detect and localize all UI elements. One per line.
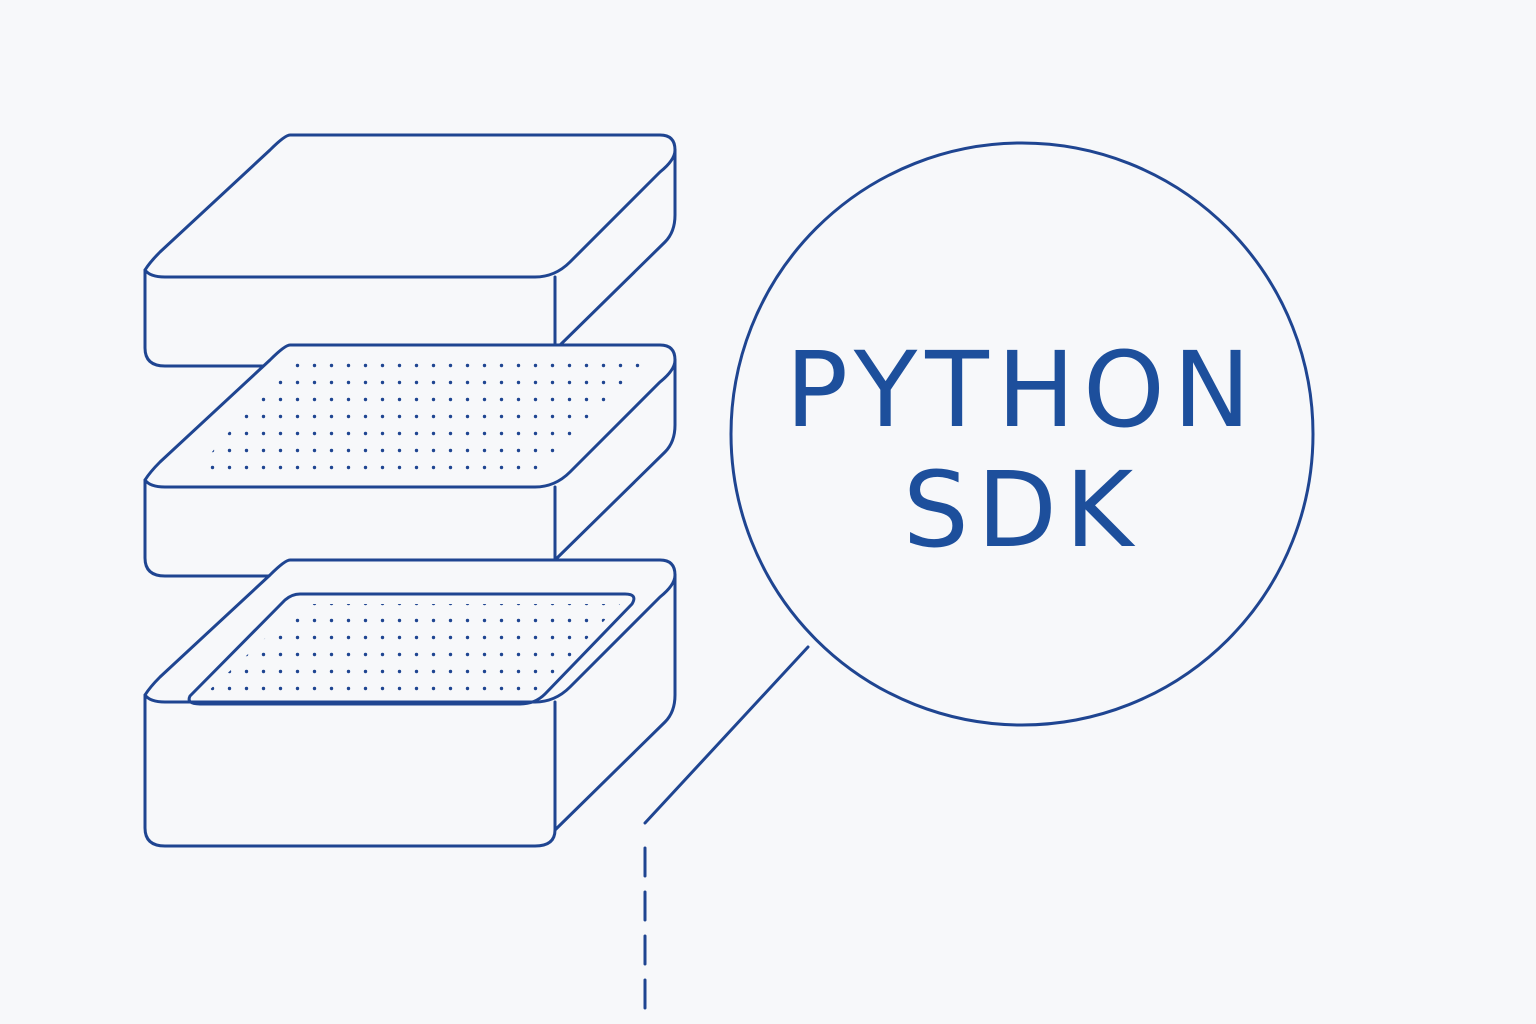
callout-circle [729,141,1315,727]
callout-connector [643,645,810,825]
layer-bottom-side [553,573,677,832]
layer-middle-side [553,358,677,562]
stack-layer-top [143,133,677,368]
callout-title-line-1: PYTHON [785,329,1258,451]
layer-bottom-tray [187,592,636,706]
layer-middle-dots [195,360,645,472]
callout-title-line-2: SDK [903,449,1141,571]
layer-top-face [143,133,677,279]
stack-layer-bottom [143,558,677,848]
stack-layer-middle [143,343,677,578]
layer-top-side [553,148,677,352]
layer-bottom-dots [205,604,620,694]
layer-bottom-front [143,693,557,848]
